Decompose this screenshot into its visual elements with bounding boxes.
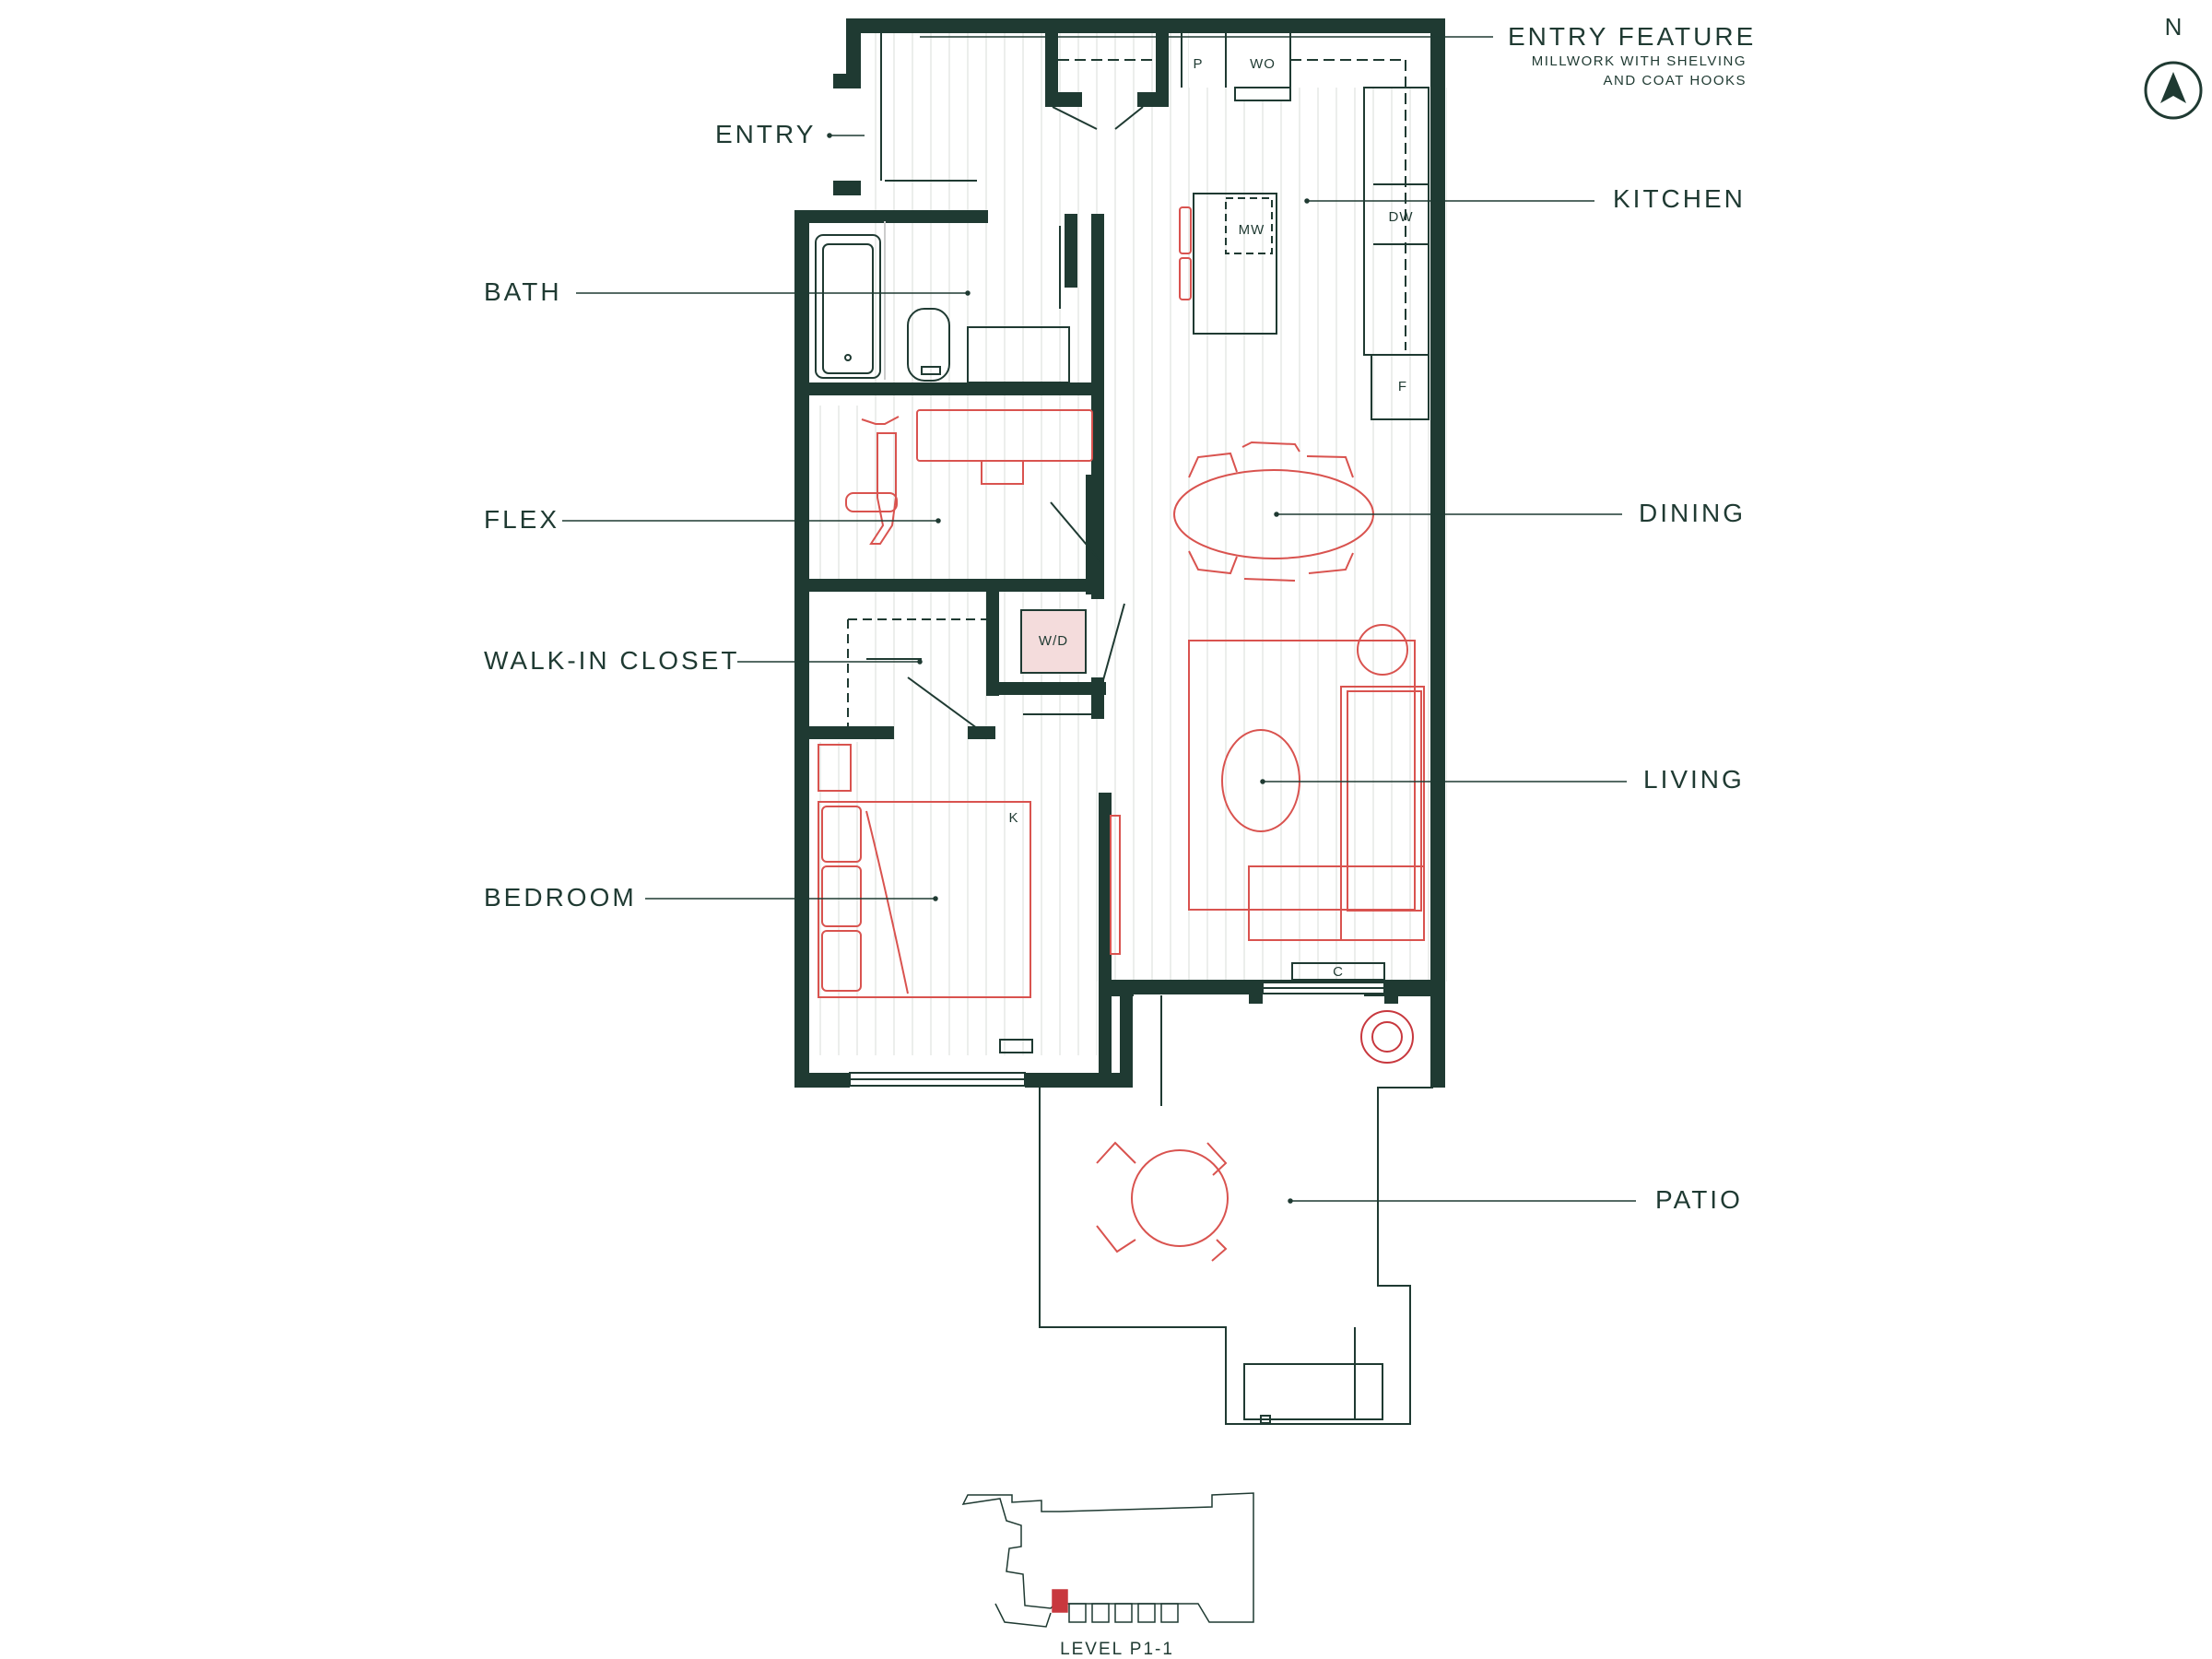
fridge-label: F [1398, 379, 1407, 394]
unit-highlight [1052, 1589, 1068, 1613]
bedroom-label: BEDROOM [484, 883, 637, 912]
furniture [818, 206, 1425, 1262]
dining-label: DINING [1639, 499, 1746, 527]
washer-dryer-label: W/D [1039, 633, 1068, 649]
flex-label: FLEX [484, 505, 560, 534]
closet-label: C [1333, 964, 1344, 980]
fixture-labels: P WO MW DW F W/D K C [1008, 56, 1414, 980]
flooring [811, 32, 1447, 1055]
leader-lines [562, 36, 1636, 1204]
interior-lines [815, 33, 1433, 1425]
north-arrow-icon [2160, 72, 2186, 103]
dishwasher-label: DW [1389, 209, 1414, 225]
washer-outlet-label: WO [1250, 56, 1276, 72]
compass-label: N [2165, 13, 2183, 41]
entry-feature-sub1: MILLWORK WITH SHELVING [1531, 53, 1747, 69]
pantry-label: P [1193, 56, 1203, 72]
walls [794, 18, 1445, 1088]
key-plan: LEVEL P1-1 [961, 1492, 1254, 1659]
compass: N [2144, 13, 2203, 120]
windows [849, 87, 1385, 1087]
entry-feature-label: ENTRY FEATURE [1508, 22, 1757, 51]
microwave-label: MW [1239, 222, 1265, 238]
patio-label: PATIO [1655, 1185, 1743, 1214]
kitchen-label: KITCHEN [1613, 184, 1746, 213]
entry-label: ENTRY [715, 120, 817, 148]
keyplan-label: LEVEL P1-1 [1060, 1640, 1174, 1659]
entry-feature-sub2: AND COAT HOOKS [1603, 73, 1747, 88]
bath-label: BATH [484, 277, 562, 306]
living-label: LIVING [1643, 765, 1745, 794]
walk-in-closet-label: WALK-IN CLOSET [484, 646, 740, 675]
bed-size-label: K [1008, 810, 1018, 826]
compass-circle [2144, 61, 2203, 120]
washer-dryer [1020, 609, 1087, 674]
